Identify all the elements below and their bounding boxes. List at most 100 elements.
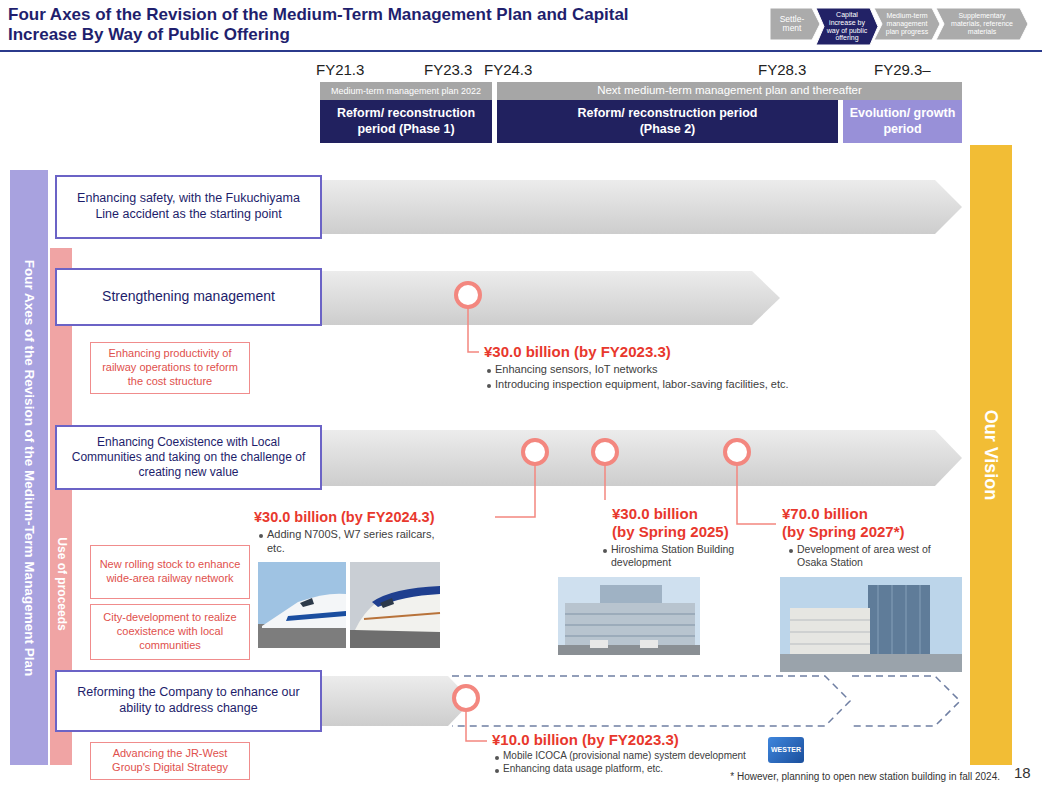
bus [590,640,608,648]
photo-platform [350,630,440,648]
axis-arrow [322,676,472,726]
nav-tab-active-text: Capital increase by way of public offeri… [826,11,868,42]
bullet-dot [495,756,499,760]
amount-callout: (by Spring 2027*) [782,523,905,542]
bullet-note-text: Enhancing data usage platform, etc. [503,763,663,776]
train-body [262,594,346,628]
axis-box-text: Reforming the Company to enhance our abi… [65,685,312,716]
bus [640,640,658,648]
axis-arrow [322,430,962,486]
w7-photo [350,562,440,648]
bullet-note: Mobile ICOCA (provisional name) system d… [494,750,746,763]
fy-label: FY24.3 [484,61,532,80]
building-line [565,625,695,626]
leader-line [466,711,487,741]
amount-callout: ¥30.0 billion [612,505,698,524]
dashed-arrow [452,676,850,726]
bullet-note-text: Enhancing sensors, IoT networks [495,363,926,377]
marker-circle [593,440,617,464]
logo-badge-text: WESTER [771,746,801,755]
building-line [565,614,695,615]
tab-chevron [816,8,878,45]
axis-box-text: Enhancing Coexistence with Local Communi… [65,435,312,480]
title-rule [0,50,1042,52]
leader-line [737,465,776,524]
axis-box: Enhancing safety, with the Fukuchiyama L… [55,175,322,239]
use-box-text: Enhancing productivity of railway operat… [97,347,243,388]
marker-circle [456,283,480,307]
amount-callout-text: (by Spring 2027*) [782,523,905,542]
use-box-text: Advancing the JR-West Group's Digital St… [97,747,243,775]
amount-callout-text: ¥10.0 billion (by FY2023.3) [492,731,679,750]
bullet-note: Development of area west of Osaka Statio… [788,543,960,569]
axes-band-text: Four Axes of the Revision of the Medium-… [21,176,37,759]
amount-callout: ¥10.0 billion (by FY2023.3) [492,731,679,750]
nav-tab-text: Medium-term management plan progress [884,12,930,35]
bullet-note-text: Adding N700S, W7 series railcars, etc. [267,528,438,556]
vision-bar-text: Our Vision [981,151,1002,759]
bullet-note: Enhancing data usage platform, etc. [494,763,663,776]
tab-chevron [936,8,1028,40]
amount-callout-text: ¥30.0 billion (by FY2023.3) [484,343,671,362]
leader-line [604,465,606,500]
building-line [790,632,870,633]
train-window [380,598,394,608]
axes-band: Four Axes of the Revision of the Medium-… [10,170,48,765]
hiroshima-building-photo [558,577,700,655]
period-box-text: Reform/ reconstruction period (Phase 1) [326,106,486,137]
photo-sky [558,577,700,655]
n700s-photo [258,562,346,648]
marker-circle [725,440,749,464]
plan-bar-text: Medium-term management plan 2022 [331,86,481,96]
train-window [300,598,314,607]
plan-bar-text: Next medium-term management plan and the… [597,84,862,97]
dashed-arrow [852,676,960,726]
building-line [565,636,695,637]
tab-chevron [874,8,940,40]
marker-circle [523,440,547,464]
amount-callout: ¥70.0 billion [782,505,868,524]
bullet-note: Adding N700S, W7 series railcars, etc. [258,528,438,556]
nav-tab-text: Supplementary materials, reference mater… [946,12,1018,35]
leader-line [468,308,479,352]
bullet-note-text: Mobile ICOCA (provisional name) system d… [503,750,746,763]
tab-chevron [770,8,820,40]
nav-tab: Medium-term management plan progress [874,8,940,40]
bullet-note-text: Introducing inspection equipment, labor-… [495,378,926,392]
fy-label-text: FY21.3 [316,61,364,80]
marker-circle [454,686,478,710]
axis-arrow [322,271,780,325]
building-body [565,603,695,645]
plan-bar: Medium-term management plan 2022 [320,82,492,100]
axis-arrow [322,180,962,234]
photo-ground [558,645,700,655]
page-number-text: 18 [1014,764,1031,783]
nav-tab: Settle- ment [770,8,820,40]
use-box-text: City-development to realize coexistence … [97,611,243,652]
fy-label: FY28.3 [758,61,806,80]
use-box: Advancing the JR-West Group's Digital St… [90,742,250,780]
use-box-text: New rolling stock to enhance wide-area r… [97,558,243,586]
logo-badge: WESTER [768,737,804,763]
bullet-dot [495,769,499,773]
period-box-text: Evolution/ growth period [849,106,956,137]
fy-label: FY29.3– [874,61,931,80]
period-box: Reform/ reconstruction period (Phase 1) [320,100,492,143]
axis-box: Reforming the Company to enhance our abi… [55,670,322,732]
fy-label-text: FY29.3– [874,61,931,80]
page-number: 18 [1014,764,1031,783]
building-podium [780,654,962,672]
amount-callout: (by Spring 2025) [612,523,729,542]
nav-tab-active: Capital increase by way of public offeri… [816,8,878,45]
train-roof [372,586,440,607]
bullet-dot [487,369,491,373]
use-box: City-development to realize coexistence … [90,604,250,660]
nav-tab: Supplementary materials, reference mater… [936,8,1028,40]
use-box: New rolling stock to enhance wide-area r… [90,545,250,599]
axis-box: Strengthening management [55,268,322,326]
osaka-building-photo [780,577,962,672]
photo-sky [780,577,962,672]
nav-tab-text: Settle- ment [774,15,810,34]
amount-callout-text: ¥30.0 billion [612,505,698,524]
building-line [790,620,870,621]
